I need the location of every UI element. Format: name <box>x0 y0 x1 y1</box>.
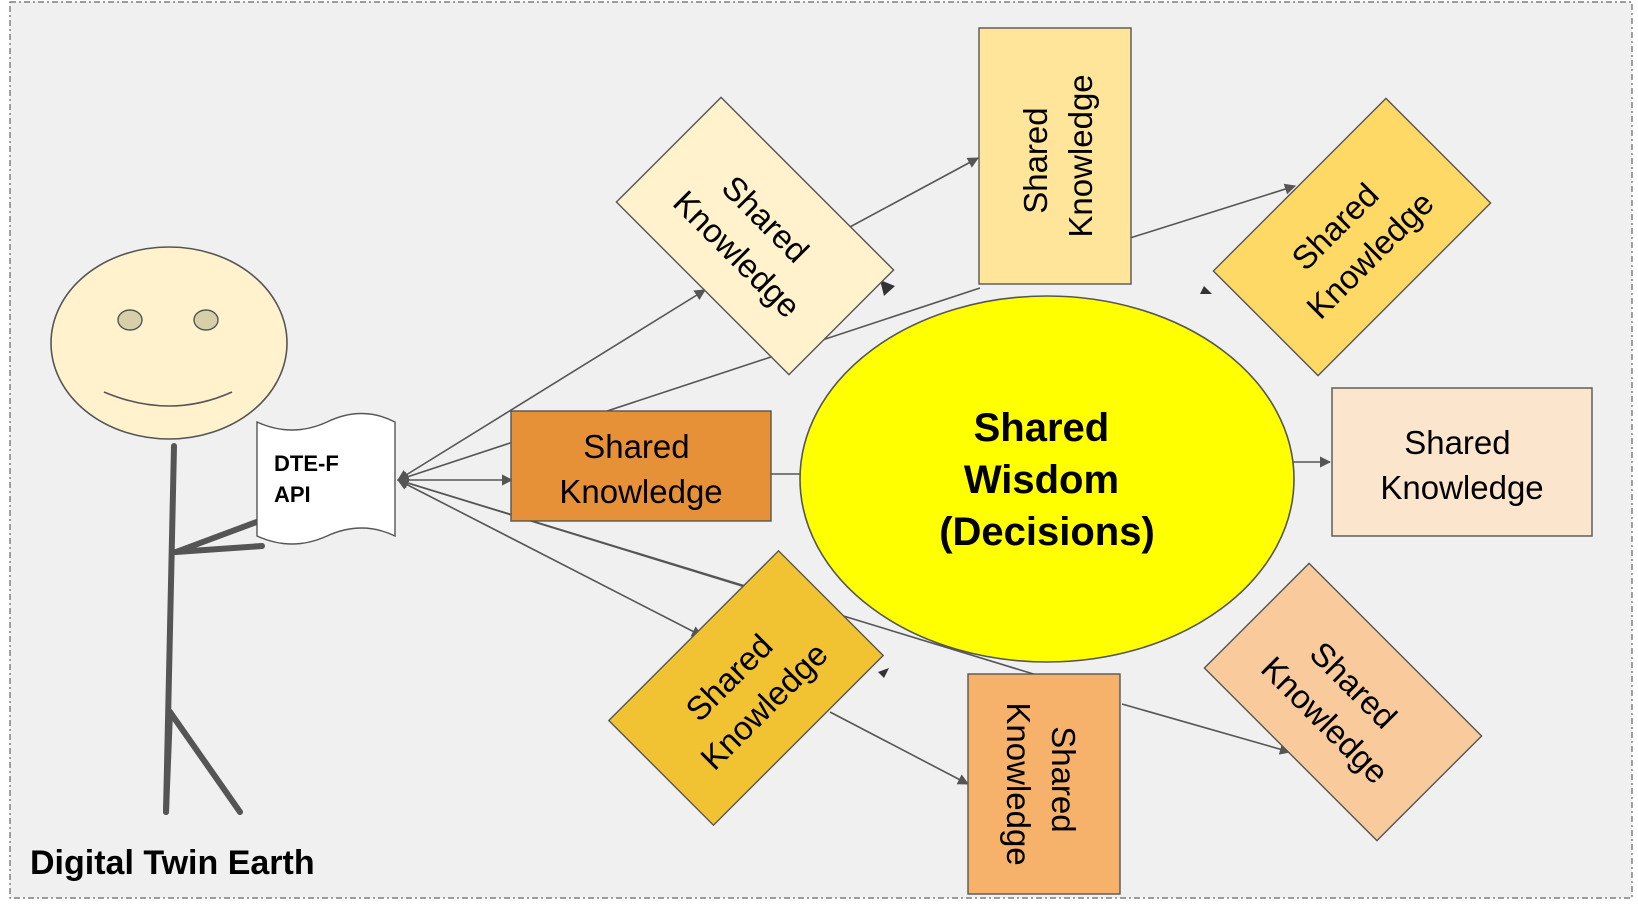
knowledge-node-label-line-2: Knowledge <box>1062 74 1099 237</box>
stick-figure-arm-lower <box>173 543 265 555</box>
box-shadows <box>878 280 1212 678</box>
shared-wisdom-line-2: Wisdom <box>964 458 1119 502</box>
connector-bottom-left-to-bottom <box>829 711 969 785</box>
stick-figure-leg-left <box>163 709 173 815</box>
knowledge-node-label-line-2: Knowledge <box>1000 702 1037 865</box>
knowledge-node-left: Shared Knowledge <box>510 410 772 522</box>
knowledge-node-label-line-1: Shared <box>583 428 689 465</box>
shared-wisdom-line-1: Shared <box>974 406 1110 450</box>
api-document-shape <box>256 412 396 545</box>
knowledge-node-label: Shared Knowledge <box>1380 424 1543 506</box>
shared-wisdom-ellipse <box>799 295 1295 663</box>
stick-figure <box>50 246 288 815</box>
stick-figure-leg-right <box>167 709 243 815</box>
stick-figure-eye-left <box>117 309 143 331</box>
knowledge-node-box <box>1212 97 1492 377</box>
connector-api-to-top <box>396 287 981 483</box>
knowledge-node-label: Shared Knowledge <box>1017 74 1099 237</box>
knowledge-node-label-line-2: Knowledge <box>1380 469 1543 506</box>
knowledge-node-box <box>978 27 1132 285</box>
connector-lines <box>396 157 1332 785</box>
stick-figure-head <box>50 246 288 440</box>
knowledge-node-right: Shared Knowledge <box>1331 387 1593 537</box>
knowledge-node-box <box>1331 387 1593 537</box>
connector-api-to-bottom-left <box>397 479 703 637</box>
dte-f-api-document: DTE-F API <box>256 412 396 545</box>
knowledge-node-box <box>615 96 895 376</box>
stick-figure-smile <box>103 391 233 407</box>
shared-wisdom-label: Shared Wisdom (Decisions) <box>939 406 1155 554</box>
knowledge-node-label-line-1: Shared <box>1045 726 1082 832</box>
diagram-caption: Digital Twin Earth <box>30 844 315 882</box>
stick-figure-arm-upper <box>173 517 265 555</box>
stick-figure-body <box>163 443 265 815</box>
knowledge-node-box <box>607 549 885 827</box>
shadow-top-right <box>1200 286 1212 294</box>
api-label-line-1: DTE-F <box>274 451 339 476</box>
shadow-top-left <box>880 280 895 296</box>
shared-wisdom-line-3: (Decisions) <box>939 510 1155 554</box>
connector-bottom-to-bottom-right <box>1121 703 1292 755</box>
knowledge-node-bottom: Shared Knowledge <box>967 673 1121 895</box>
knowledge-node-top: Shared Knowledge <box>978 27 1132 285</box>
knowledge-node-box <box>1203 562 1483 842</box>
shared-wisdom-node: Shared Wisdom (Decisions) <box>799 295 1295 663</box>
api-label-line-2: API <box>274 482 311 507</box>
knowledge-node-top-left: Shared Knowledge <box>615 96 895 376</box>
connector-top-to-top-right <box>1129 183 1297 239</box>
knowledge-node-bottom-left: Shared Knowledge <box>607 549 885 827</box>
knowledge-node-box <box>510 410 772 522</box>
connector-api-to-bottom-right <box>396 477 1041 677</box>
knowledge-node-label-line-1: Shared <box>1017 107 1054 213</box>
knowledge-node-label-line-1: Shared <box>1404 424 1510 461</box>
knowledge-node-box <box>967 673 1121 895</box>
api-label: DTE-F API <box>274 451 345 507</box>
stick-figure-eye-right <box>193 309 219 331</box>
knowledge-node-label: Shared Knowledge <box>1000 702 1082 865</box>
knowledge-node-label: Shared Knowledge <box>559 428 722 510</box>
knowledge-node-top-right: Shared Knowledge <box>1212 97 1492 377</box>
shadow-bottom-left <box>878 668 889 678</box>
connector-api-to-top-left <box>397 289 706 481</box>
connector-top-left-to-top <box>847 157 979 229</box>
knowledge-node-label-line-2: Knowledge <box>559 473 722 510</box>
